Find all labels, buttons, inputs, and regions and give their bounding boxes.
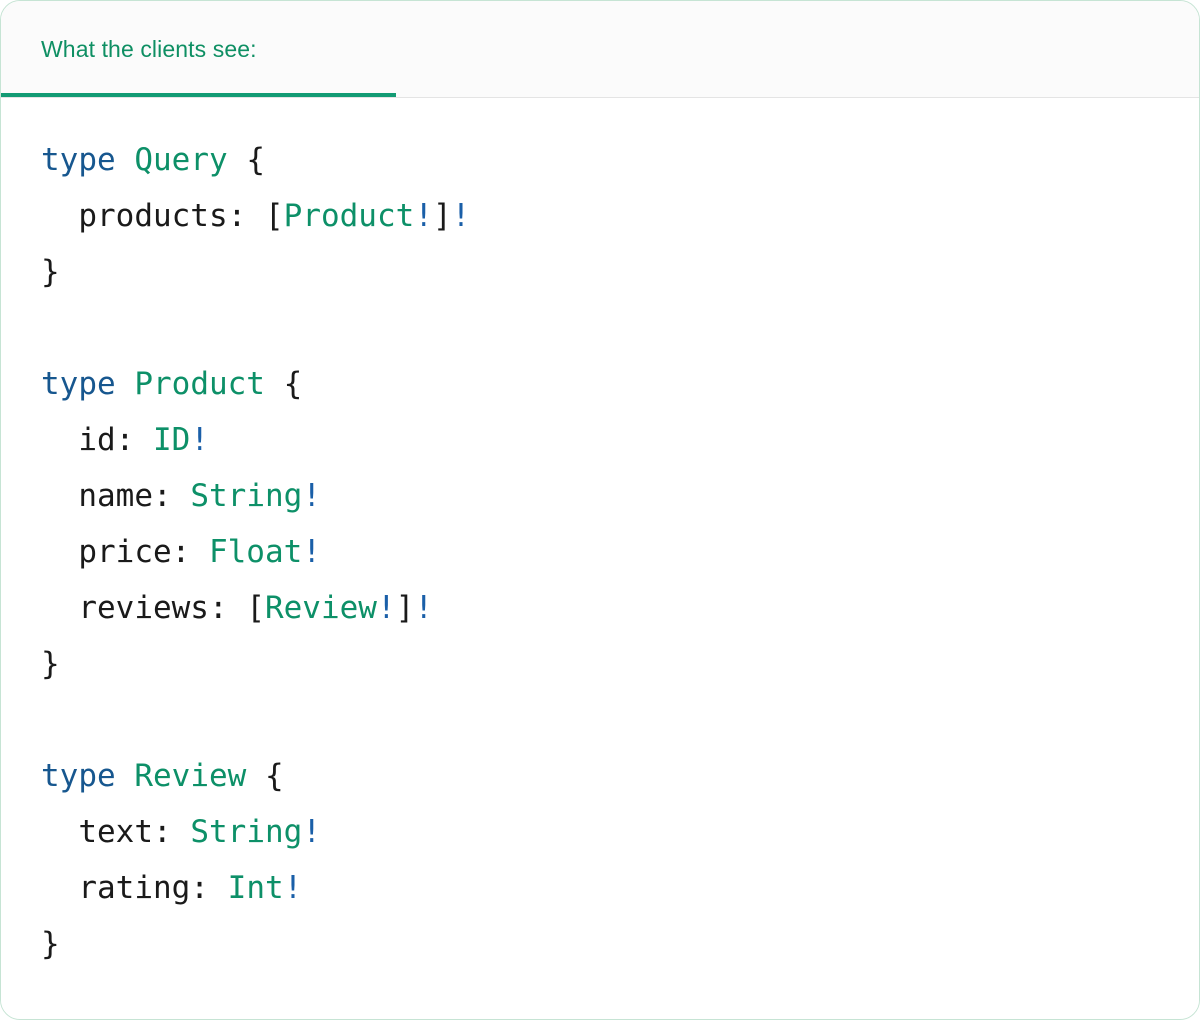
code-token-punc: [ [264, 198, 284, 234]
code-token-punc [228, 142, 247, 178]
code-token-bang: ! [283, 870, 303, 906]
code-token-punc [134, 422, 153, 458]
code-token-punc [265, 366, 284, 402]
code-pane[interactable]: type Query { products: [Product!]!} type… [1, 98, 1199, 1018]
code-token-kw: type [41, 142, 116, 178]
code-token-punc: ] [432, 198, 452, 234]
code-token-type: String [190, 478, 303, 514]
code-line: reviews: [Review!]! [41, 580, 1199, 636]
code-line [41, 692, 1199, 748]
code-token-bang: ! [376, 590, 396, 626]
code-indent [41, 814, 78, 850]
code-token-punc [209, 870, 228, 906]
code-line: id: ID! [41, 412, 1199, 468]
code-line: type Review { [41, 748, 1199, 804]
code-line: price: Float! [41, 524, 1199, 580]
code-token-field: reviews: [78, 590, 228, 626]
code-token-type: Product [283, 198, 415, 234]
code-token-type: String [190, 814, 303, 850]
code-token-type: Float [208, 534, 303, 570]
code-token-type: Review [264, 590, 377, 626]
code-token-punc [246, 198, 265, 234]
code-indent [41, 590, 78, 626]
code-token-bang: ! [414, 590, 433, 626]
code-line: } [41, 244, 1199, 300]
code-token-kw: type [41, 366, 116, 402]
code-token-punc: } [41, 646, 60, 682]
code-token-type: Product [134, 366, 265, 402]
code-indent [41, 422, 78, 458]
code-line: name: String! [41, 468, 1199, 524]
tab-label: What the clients see: [41, 35, 257, 62]
code-token-bang: ! [302, 478, 321, 514]
code-token-punc [172, 814, 191, 850]
code-token-field: id: [78, 422, 135, 458]
tab-bar: What the clients see: [1, 1, 1199, 98]
code-token-punc [116, 758, 135, 794]
code-token-field: price: [78, 534, 191, 570]
code-line: } [41, 916, 1199, 972]
code-token-kw: type [41, 758, 116, 794]
code-token-punc: { [264, 758, 284, 794]
code-token-punc [228, 590, 247, 626]
code-token-punc: [ [246, 590, 265, 626]
graphql-schema-code: type Query { products: [Product!]!} type… [1, 132, 1199, 972]
code-line: type Product { [41, 356, 1199, 412]
tab-what-the-clients-see[interactable]: What the clients see: [1, 1, 396, 97]
code-line: } [41, 636, 1199, 692]
code-line: rating: Int! [41, 860, 1199, 916]
code-indent [41, 198, 78, 234]
code-token-field: rating: [78, 870, 209, 906]
code-token-bang: ! [302, 534, 321, 570]
code-token-type: Int [227, 870, 284, 906]
code-token-field: products: [78, 198, 247, 234]
code-token-punc: } [41, 926, 60, 962]
code-token-type: ID [153, 422, 191, 458]
code-indent [41, 478, 78, 514]
code-indent [41, 534, 78, 570]
code-token-punc [190, 534, 209, 570]
code-token-punc [172, 478, 191, 514]
code-token-field: text: [78, 814, 172, 850]
code-token-bang: ! [190, 422, 209, 458]
code-token-bang: ! [302, 814, 321, 850]
code-token-punc [116, 366, 135, 402]
code-indent [41, 870, 78, 906]
code-line: type Query { [41, 132, 1199, 188]
code-token-punc: } [41, 254, 60, 290]
code-token-bang: ! [451, 198, 471, 234]
code-token-field: name: [78, 478, 172, 514]
tab-active-underline [1, 93, 396, 97]
code-line [41, 300, 1199, 356]
code-token-type: Review [134, 758, 247, 794]
code-token-punc: { [246, 142, 265, 178]
code-line: products: [Product!]! [41, 188, 1199, 244]
code-token-punc [246, 758, 265, 794]
code-token-punc: ] [395, 590, 415, 626]
code-token-punc: { [283, 366, 303, 402]
code-token-bang: ! [414, 198, 433, 234]
code-token-type: Query [134, 142, 228, 178]
code-token-punc [116, 142, 135, 178]
code-line: text: String! [41, 804, 1199, 860]
